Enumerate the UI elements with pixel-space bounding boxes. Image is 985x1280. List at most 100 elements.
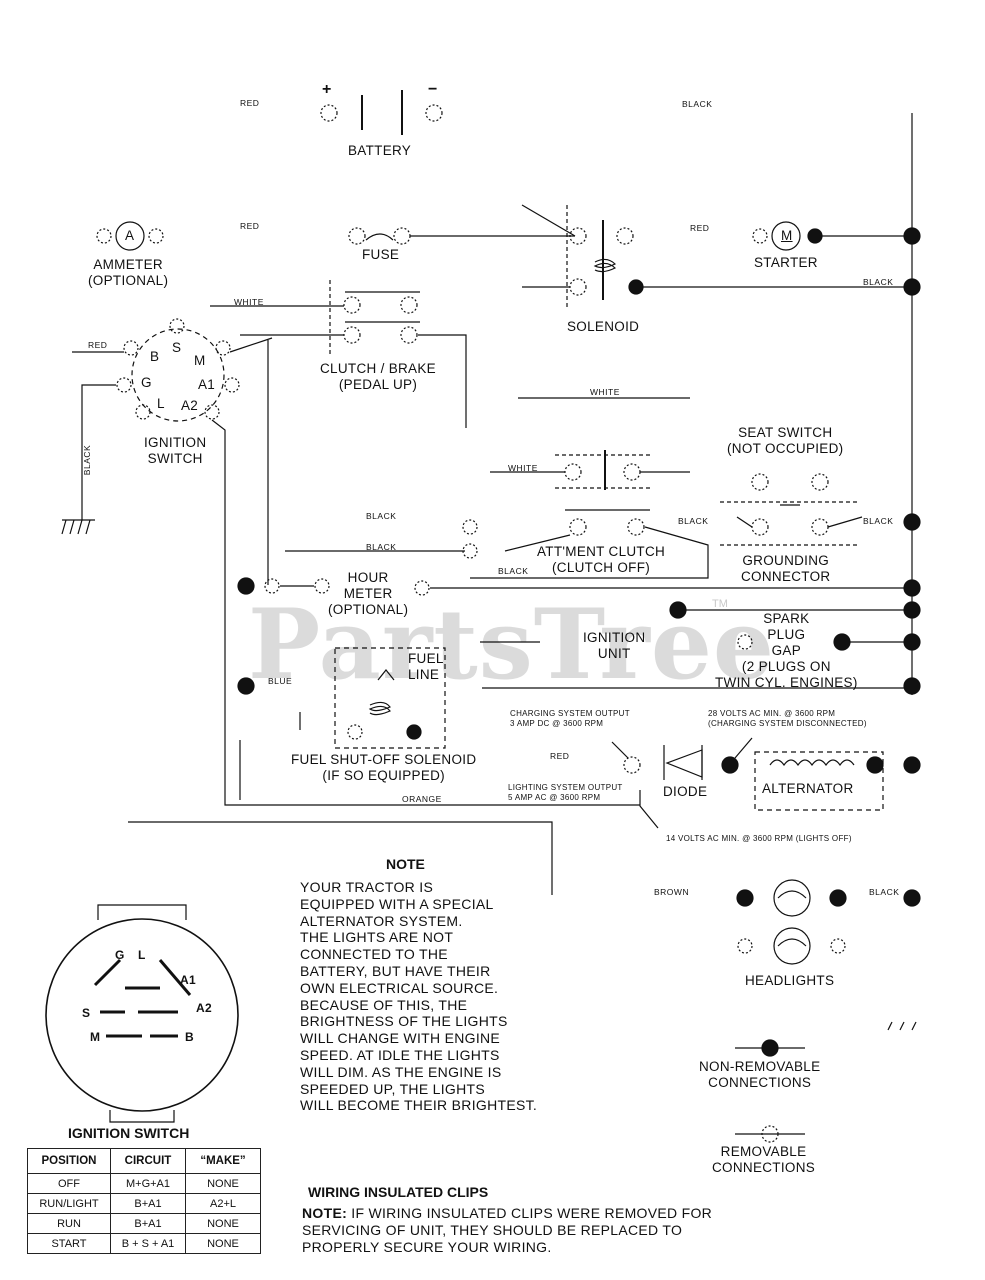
clips-line: PROPERLY SECURE YOUR WIRING. (302, 1239, 552, 1255)
wire-label-red: RED (240, 221, 260, 231)
wire-label-black: BLACK (366, 511, 397, 521)
hour-meter (237, 577, 430, 596)
note-line: THE LIGHTS ARE NOT (300, 929, 454, 946)
wire-label-white: WHITE (590, 387, 620, 397)
fuse-label: FUSE (362, 247, 400, 262)
note-line: EQUIPPED WITH A SPECIAL (300, 895, 494, 912)
wire-label-orange: ORANGE (402, 794, 442, 804)
wire-label-black: BLACK (682, 99, 713, 109)
clips-line: IF WIRING INSULATED CLIPS WERE REMOVED F… (347, 1205, 713, 1221)
solenoid-label: SOLENOID (567, 319, 640, 334)
face-letter-a1: A1 (180, 973, 196, 987)
note-line: BECAUSE OF THIS, THE (300, 996, 468, 1013)
note-body: YOUR TRACTOR IS EQUIPPED WITH A SPECIAL … (300, 879, 537, 1114)
wire-label-black: BLACK (678, 516, 709, 526)
face-letter-s: S (82, 1006, 91, 1020)
fourteen-volts-note: 14 VOLTS AC MIN. @ 3600 RPM (LIGHTS OFF) (666, 834, 852, 843)
starter-symbol (752, 221, 921, 251)
face-letter-l: L (138, 948, 146, 962)
table-row: OFF M+G+A1 NONE (27, 1173, 261, 1194)
wire-label-red: RED (690, 223, 710, 233)
clips-title: WIRING INSULATED CLIPS (308, 1184, 489, 1200)
face-letter-b: B (185, 1030, 194, 1044)
clips-line: SERVICING OF UNIT, THEY SHOULD BE REPLAC… (302, 1222, 683, 1238)
wire-label-red: RED (240, 98, 260, 108)
ammeter-label: AMMETER(OPTIONAL) (88, 257, 169, 288)
ign-terminal-b: B (150, 349, 160, 364)
seat-switch (490, 450, 690, 490)
battery-minus: − (428, 81, 438, 98)
table-header: “MAKE” (185, 1148, 261, 1174)
ign-terminal-a1: A1 (198, 377, 216, 392)
wire-label-brown: BROWN (654, 887, 690, 897)
wire-label-black: BLACK (869, 887, 900, 897)
seat-switch-label: SEAT SWITCH(NOT OCCUPIED) (727, 425, 844, 456)
wire-label-blue: BLUE (268, 676, 293, 686)
battery-symbol (320, 90, 443, 135)
battery-label: BATTERY (348, 143, 412, 158)
table-row: RUN/LIGHT B+A1 A2+L (27, 1193, 261, 1214)
table-row: START B + S + A1 NONE (27, 1233, 261, 1254)
wire-label-black: BLACK (863, 516, 894, 526)
diode-label: DIODE (663, 784, 708, 799)
starter-letter: M (781, 228, 793, 243)
alternator-symbol (754, 751, 921, 811)
note-title: NOTE (386, 856, 425, 872)
table-header: POSITION (27, 1148, 111, 1174)
ignition-switch-symbol (116, 318, 240, 422)
note-line: BRIGHTNESS OF THE LIGHTS (300, 1013, 508, 1030)
note-line: WILL CHANGE WITH ENGINE (300, 1030, 501, 1047)
face-letter-a2: A2 (196, 1001, 212, 1015)
seat-switch-2 (720, 473, 863, 546)
table-row: RUN B+A1 NONE (27, 1213, 261, 1234)
note-line: SPEED. AT IDLE THE LIGHTS (300, 1046, 500, 1063)
fuel-solenoid (299, 647, 446, 749)
ammeter-letter: A (125, 228, 135, 243)
note-line: SPEEDED UP, THE LIGHTS (300, 1080, 486, 1097)
clips-body: NOTE: IF WIRING INSULATED CLIPS WERE REM… (302, 1205, 712, 1256)
headlights-symbol (736, 879, 921, 965)
volts-note: 28 VOLTS AC MIN. @ 3600 RPM(CHARGING SYS… (708, 709, 867, 728)
face-letter-g: G (115, 948, 125, 962)
wire-label-red: RED (88, 340, 108, 350)
attachment-clutch (462, 509, 709, 579)
note-line: YOUR TRACTOR IS (300, 879, 434, 895)
watermark: PartsTree (248, 588, 775, 701)
alternator-label: ALTERNATOR (762, 781, 854, 796)
fuel-shutoff-label: FUEL SHUT-OFF SOLENOID(IF SO EQUIPPED) (291, 752, 477, 783)
wire-label-red: RED (550, 751, 570, 761)
attachment-clutch-label: ATT'MENT CLUTCH(CLUTCH OFF) (537, 544, 666, 575)
misc-marks (887, 1021, 917, 1031)
starter-label: STARTER (754, 255, 818, 270)
note-line: WILL DIM. AS THE ENGINE IS (300, 1063, 502, 1080)
ign-terminal-s: S (172, 340, 182, 355)
ground-symbol (61, 519, 95, 535)
note-line: ALTERNATOR SYSTEM. (300, 912, 463, 929)
wire-label-white: WHITE (508, 463, 538, 473)
ignition-switch-table: POSITION CIRCUIT “MAKE” OFF M+G+A1 NONE … (27, 1148, 261, 1254)
clutch-brake-label: CLUTCH / BRAKE(PEDAL UP) (320, 361, 436, 392)
clutch-switch (329, 280, 420, 355)
ignition-table-title: IGNITION SWITCH (68, 1125, 190, 1141)
ign-terminal-a2: A2 (181, 398, 199, 413)
note-line: WILL BECOME THEIR BRIGHTEST. (300, 1097, 538, 1114)
solenoid-symbol (521, 204, 644, 310)
ignition-face (45, 904, 239, 1123)
table-header: CIRCUIT (110, 1148, 186, 1174)
ammeter-symbol (96, 221, 164, 251)
wire-label-black: BLACK (863, 277, 894, 287)
wire-label-black: BLACK (366, 542, 397, 552)
ign-terminal-g: G (141, 375, 152, 390)
wire-label-black: BLACK (498, 566, 529, 576)
note-line: OWN ELECTRICAL SOURCE. (300, 979, 499, 996)
diode-symbol (611, 737, 753, 780)
